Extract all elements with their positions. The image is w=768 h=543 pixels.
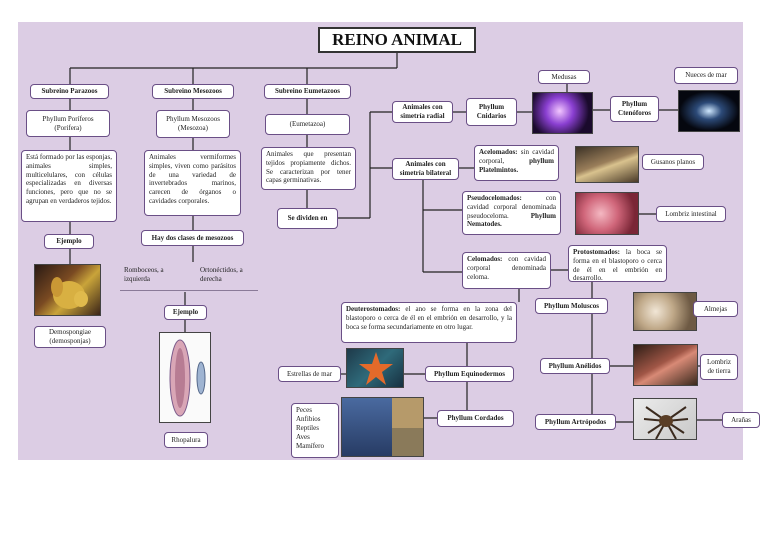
proto-title: Protostomados: bbox=[573, 248, 620, 256]
class-ortonectidos: Ortonéctidos, a derecha bbox=[200, 266, 243, 283]
starfish-illustration bbox=[359, 352, 393, 385]
se-dividen-box: Se dividen en bbox=[277, 208, 338, 229]
chordates-panel-bottom bbox=[392, 428, 423, 456]
deuterostomados-box: Deuterostomados: el ano se forma en la z… bbox=[341, 302, 517, 343]
medusas-label: Medusas bbox=[538, 70, 590, 84]
almejas-label: Almejas bbox=[693, 301, 738, 317]
classes-divider bbox=[120, 290, 258, 291]
bilateral-symmetry-box: Animales con simetría bilateral bbox=[392, 158, 459, 180]
lombriz-intestinal-label: Lombriz intestinal bbox=[656, 206, 726, 222]
celomados-text: con cavidad corporal denominada celoma. bbox=[467, 255, 547, 281]
sponge-image bbox=[34, 264, 101, 316]
phylum-artropodos: Phyllum Artrópodos bbox=[535, 414, 616, 430]
acelomados-text: sin cavidad corporal, bbox=[479, 148, 554, 165]
page-title: REINO ANIMAL bbox=[318, 27, 476, 53]
jellyfish-image bbox=[532, 92, 593, 134]
roundworm-image bbox=[575, 192, 639, 235]
acelomados-phylum: phyllum Platelmintos. bbox=[479, 156, 554, 174]
flatworm-image bbox=[575, 146, 639, 183]
chordate-item: Reptiles bbox=[296, 424, 319, 433]
phylum-poriferos: Phyllum Poríferos (Porifera) bbox=[26, 110, 110, 137]
radial-symmetry-box: Animales con simetría radial bbox=[392, 101, 453, 123]
pseudo-title: Pseudocelomados: bbox=[467, 194, 522, 202]
rhopalura-image bbox=[159, 332, 211, 423]
phylum-cordados: Phyllum Cordados bbox=[437, 410, 514, 427]
mesozoos-example-label: Ejemplo bbox=[164, 305, 207, 320]
phylum-anelidos: Phyllum Anélidos bbox=[540, 358, 610, 374]
phylum-moluscos: Phyllum Moluscos bbox=[535, 298, 608, 314]
chordate-item: Mamífero bbox=[296, 442, 324, 451]
estrellas-label: Estrellas de mar bbox=[278, 366, 341, 382]
eumetazoa-box: (Eumetazoa) bbox=[265, 114, 350, 135]
protostomados-box: Protostomados: la boca se forma en el bl… bbox=[568, 245, 667, 282]
parazoos-example-label: Ejemplo bbox=[44, 234, 94, 249]
eumetazoos-description: Animales que presentan tejidos propiamen… bbox=[261, 147, 356, 190]
chordate-item: Peces bbox=[296, 406, 312, 414]
subkingdom-parazoos: Subreino Parazoos bbox=[30, 84, 109, 99]
bilateral-symmetry-label: Animales con simetría bilateral bbox=[399, 160, 452, 177]
class-romboceos: Romboceos, a izquierda bbox=[124, 266, 164, 283]
parazoos-description: Está formado por las esponjas, animales … bbox=[21, 150, 117, 222]
rhopalura-box: Rhopalura bbox=[164, 432, 208, 448]
acelomados-title: Acelomados: bbox=[479, 148, 518, 156]
proto-text: la boca se forma en el blastoporo o cerc… bbox=[573, 248, 662, 283]
earthworm-image bbox=[633, 344, 698, 386]
starfish-image bbox=[346, 348, 404, 388]
phylum-ctenoforos: Phyllum Ctenóforos bbox=[610, 96, 659, 122]
chordate-item: Aves bbox=[296, 433, 310, 442]
phylum-cnidarios: Phyllum Cnidarios bbox=[466, 98, 517, 126]
clams-image bbox=[633, 292, 697, 331]
chordates-list: Peces Anfibios Reptiles Aves Mamífero bbox=[291, 403, 339, 458]
pseudocelomados-box: Pseudocelomados: con cavidad corporal de… bbox=[462, 191, 561, 235]
chordates-image bbox=[341, 397, 424, 457]
rhopalura-illustration bbox=[169, 339, 206, 417]
deutero-text: el ano se forma en la zona del blastopor… bbox=[346, 305, 512, 331]
nueces-de-mar-label: Nueces de mar bbox=[674, 67, 738, 84]
celomados-title: Celomados: bbox=[467, 255, 503, 263]
lombriz-tierra-label: Lombriz de tierra bbox=[700, 354, 738, 380]
subkingdom-eumetazoos: Subreino Eumetazoos bbox=[264, 84, 351, 99]
subkingdom-mesozoos: Subreino Mesozoos bbox=[152, 84, 234, 99]
pseudo-text: con cavidad corporal denominada pseudoce… bbox=[467, 194, 556, 220]
spider-image bbox=[633, 398, 697, 440]
chordate-item: Anfibios bbox=[296, 415, 321, 424]
phylum-equinodermos: Phyllum Equinodermos bbox=[425, 366, 514, 382]
gusanos-planos-label: Gusanos planos bbox=[642, 154, 704, 170]
chordates-panel-left bbox=[342, 398, 392, 456]
demospongiae-box: Demospongiae (demosponjas) bbox=[34, 326, 106, 348]
celomados-box: Celomados: con cavidad corporal denomina… bbox=[462, 252, 551, 289]
mesozoos-classes-box: Hay dos clases de mesozoos bbox=[141, 230, 244, 246]
mesozoos-description: Animales vermiformes simples, viven como… bbox=[144, 150, 241, 216]
acelomados-box: Acelomados: sin cavidad corporal, phyllu… bbox=[474, 145, 559, 181]
aranas-label: Arañas bbox=[722, 412, 760, 428]
comb-jelly-image bbox=[678, 90, 740, 132]
sponge-illustration bbox=[51, 277, 88, 309]
pseudo-phylum: Phyllum Nematodes. bbox=[467, 211, 556, 229]
deutero-title: Deuterostomados: bbox=[346, 305, 401, 313]
phylum-mesozoos: Phyllum Mesozoos (Mesozoa) bbox=[156, 110, 230, 138]
spider-illustration bbox=[643, 406, 689, 439]
chordates-panel-top bbox=[392, 398, 423, 428]
